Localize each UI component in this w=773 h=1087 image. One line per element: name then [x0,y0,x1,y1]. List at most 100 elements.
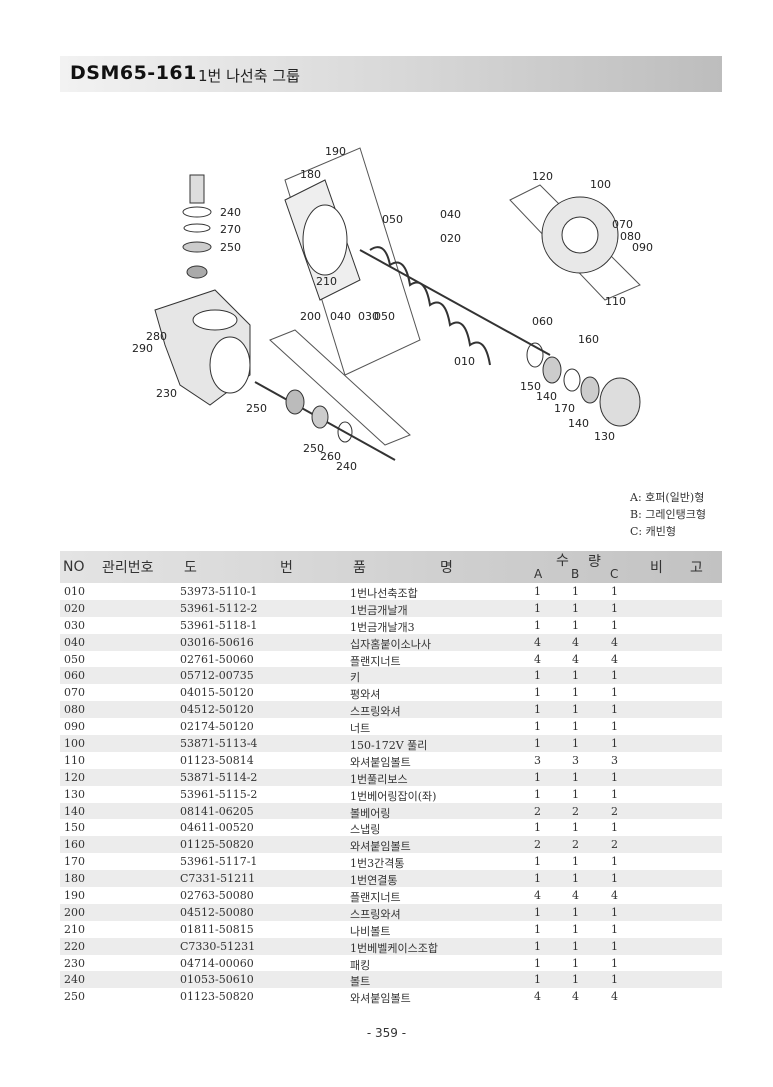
callout: 140 [568,417,589,430]
cell-part-name: 볼베어링 [350,806,391,820]
cell-qty-c: 2 [611,838,618,852]
cell-qty-b: 2 [572,804,579,818]
cell-qty-a: 1 [534,686,541,700]
diagram-drawing [154,147,641,461]
cell-qty-a: 4 [534,652,541,666]
cell-no: 060 [64,669,85,683]
callout: 110 [605,295,626,308]
callout: 150 [520,380,541,393]
cell-part-number: 04512-50080 [180,905,254,919]
cell-part-name: 패킹 [350,958,371,972]
header-part-no-2: 번 [280,560,293,576]
cell-qty-a: 1 [534,905,541,919]
callout: 030 [358,310,379,323]
callout: 090 [632,241,653,254]
cell-qty-c: 1 [611,618,618,632]
cell-part-name: 1번금개날개 [350,603,408,617]
callout: 130 [594,430,615,443]
page-header: DSM65-161 1번 나선축 그룹 [60,56,722,92]
cell-part-name: 150-172V 풀리 [350,739,428,753]
cell-qty-a: 1 [534,855,541,869]
cell-qty-b: 1 [572,737,579,751]
cell-part-number: 04015-50120 [180,686,254,700]
cell-qty-b: 1 [572,821,579,835]
cell-qty-b: 1 [572,703,579,717]
cell-qty-b: 4 [572,889,579,903]
cell-part-number: 05712-00735 [180,669,254,683]
cell-no: 210 [64,922,85,936]
cell-qty-b: 1 [572,973,579,987]
cell-part-name: 1번금개날개3 [350,620,415,634]
exploded-parts-diagram: 190 180 240 270 250 050 040 020 120 100 … [132,145,653,473]
callout: 080 [620,230,641,243]
cell-qty-a: 1 [534,601,541,615]
cell-part-name: 플랜지너트 [350,891,401,905]
callout: 290 [132,342,153,355]
group-title: 1번 나선축 그룹 [198,67,300,85]
cell-part-number: 02174-50120 [180,720,254,734]
cell-part-number: 53961-5118-1 [180,618,258,632]
cell-no: 150 [64,821,85,835]
cell-no: 200 [64,905,85,919]
cell-qty-c: 1 [611,686,618,700]
cell-qty-a: 4 [534,635,541,649]
cell-qty-b: 1 [572,939,579,953]
callout: 180 [300,168,321,181]
cell-qty-a: 1 [534,973,541,987]
cell-no: 120 [64,770,85,784]
cell-no: 190 [64,889,85,903]
cell-qty-a: 4 [534,990,541,1004]
header-qty-b: B [571,567,580,581]
cell-qty-a: 1 [534,821,541,835]
cell-qty-c: 3 [611,753,618,767]
cell-part-name: 1번베어링잡이(좌) [350,789,437,803]
cell-no: 030 [64,618,85,632]
callout: 010 [454,355,475,368]
cell-part-name: 와셔붙임볼트 [350,755,411,769]
callout: 160 [578,333,599,346]
callout: 250 [220,241,241,254]
callout: 120 [532,170,553,183]
cell-part-name: 스프링와셔 [350,705,401,719]
cell-part-name: 1번베벨케이스조합 [350,941,438,955]
cell-part-number: 53961-5112-2 [180,601,258,615]
cell-qty-c: 1 [611,787,618,801]
cell-qty-b: 1 [572,872,579,886]
cell-part-name: 스프링와셔 [350,907,401,921]
cell-qty-b: 1 [572,686,579,700]
cell-part-number: 01053-50610 [180,973,254,987]
cell-part-number: 04611-00520 [180,821,254,835]
callout: 250 [246,402,267,415]
cell-part-name: 십자홈붙이소나사 [350,637,431,651]
diagram-labels: 190 180 240 270 250 050 040 020 120 100 … [132,145,653,473]
cell-qty-a: 2 [534,838,541,852]
cell-qty-b: 2 [572,838,579,852]
callout: 250 [303,442,324,455]
cell-qty-b: 1 [572,905,579,919]
cell-qty-a: 1 [534,720,541,734]
cell-no: 110 [64,753,85,767]
cell-part-number: 01123-50814 [180,753,254,767]
header-no: NO [63,559,85,575]
header-part-no-1: 도 [184,560,197,576]
cell-part-name: 나비볼트 [350,924,391,938]
callout: 240 [336,460,357,473]
callout: 040 [330,310,351,323]
cell-part-name: 1번나선축조합 [350,587,418,600]
cell-part-name: 플랜지너트 [350,654,401,668]
cell-qty-c: 1 [611,939,618,953]
callout: 240 [220,206,241,219]
cell-qty-a: 1 [534,618,541,632]
header-mgmt-no: 관리번호 [102,560,154,576]
